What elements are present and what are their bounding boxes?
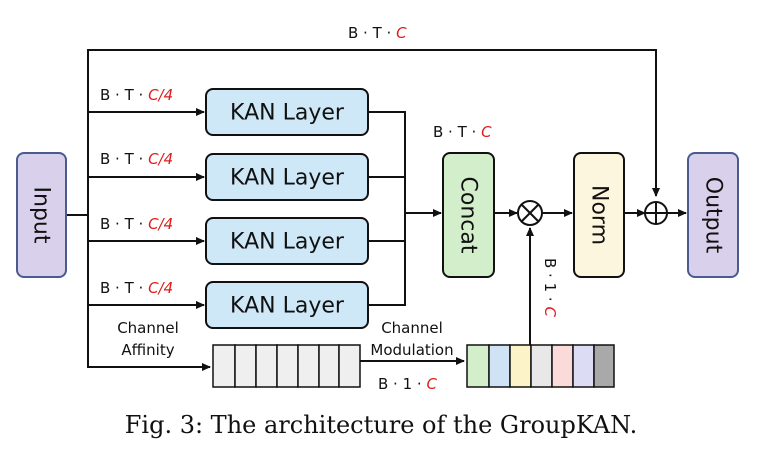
kan-layer-label: KAN Layer	[230, 101, 345, 126]
kan-layer-label: KAN Layer	[230, 230, 345, 255]
channel-modulation-label-2: Modulation	[370, 341, 453, 359]
kan-layer-label: KAN Layer	[230, 166, 345, 191]
branch-dim-label: B · T · C/4	[100, 279, 173, 297]
branch-dim-label: B · T · C/4	[100, 86, 173, 104]
output-block: Output	[687, 152, 739, 278]
output-label: Output	[701, 177, 726, 254]
concat-label: Concat	[456, 177, 481, 254]
affinity-vector	[212, 344, 361, 388]
channel-affinity-label-1: Channel	[117, 319, 179, 337]
norm-label: Norm	[587, 185, 612, 245]
concat-block: Concat	[442, 152, 495, 278]
kan-layer-3: KAN Layer	[205, 217, 369, 265]
branch-dim-label: B · T · C/4	[100, 150, 173, 168]
kan-layer-label: KAN Layer	[230, 294, 345, 319]
kan-layer-4: KAN Layer	[205, 281, 369, 329]
norm-block: Norm	[573, 152, 625, 278]
modulation-vector	[466, 344, 615, 388]
connectors	[66, 49, 687, 371]
channel-modulation-label-1: Channel	[381, 319, 443, 337]
channel-affinity-label-2: Affinity	[121, 341, 174, 359]
kan-layer-2: KAN Layer	[205, 153, 369, 201]
vertical-dim-label: B · 1 · C	[541, 258, 559, 317]
branch-dim-label: B · T · C/4	[100, 215, 173, 233]
add-icon	[644, 201, 668, 225]
figure-caption: Fig. 3: The architecture of the GroupKAN…	[125, 411, 637, 439]
concat-dim-label: B · T · C	[433, 123, 492, 141]
skip-dim-label: B · T · C	[348, 24, 407, 42]
input-block: Input	[16, 152, 67, 278]
kan-layer-1: KAN Layer	[205, 88, 369, 136]
modulation-dim-label: B · 1 · C	[378, 375, 437, 393]
input-label: Input	[29, 187, 54, 244]
multiply-icon	[517, 200, 543, 226]
